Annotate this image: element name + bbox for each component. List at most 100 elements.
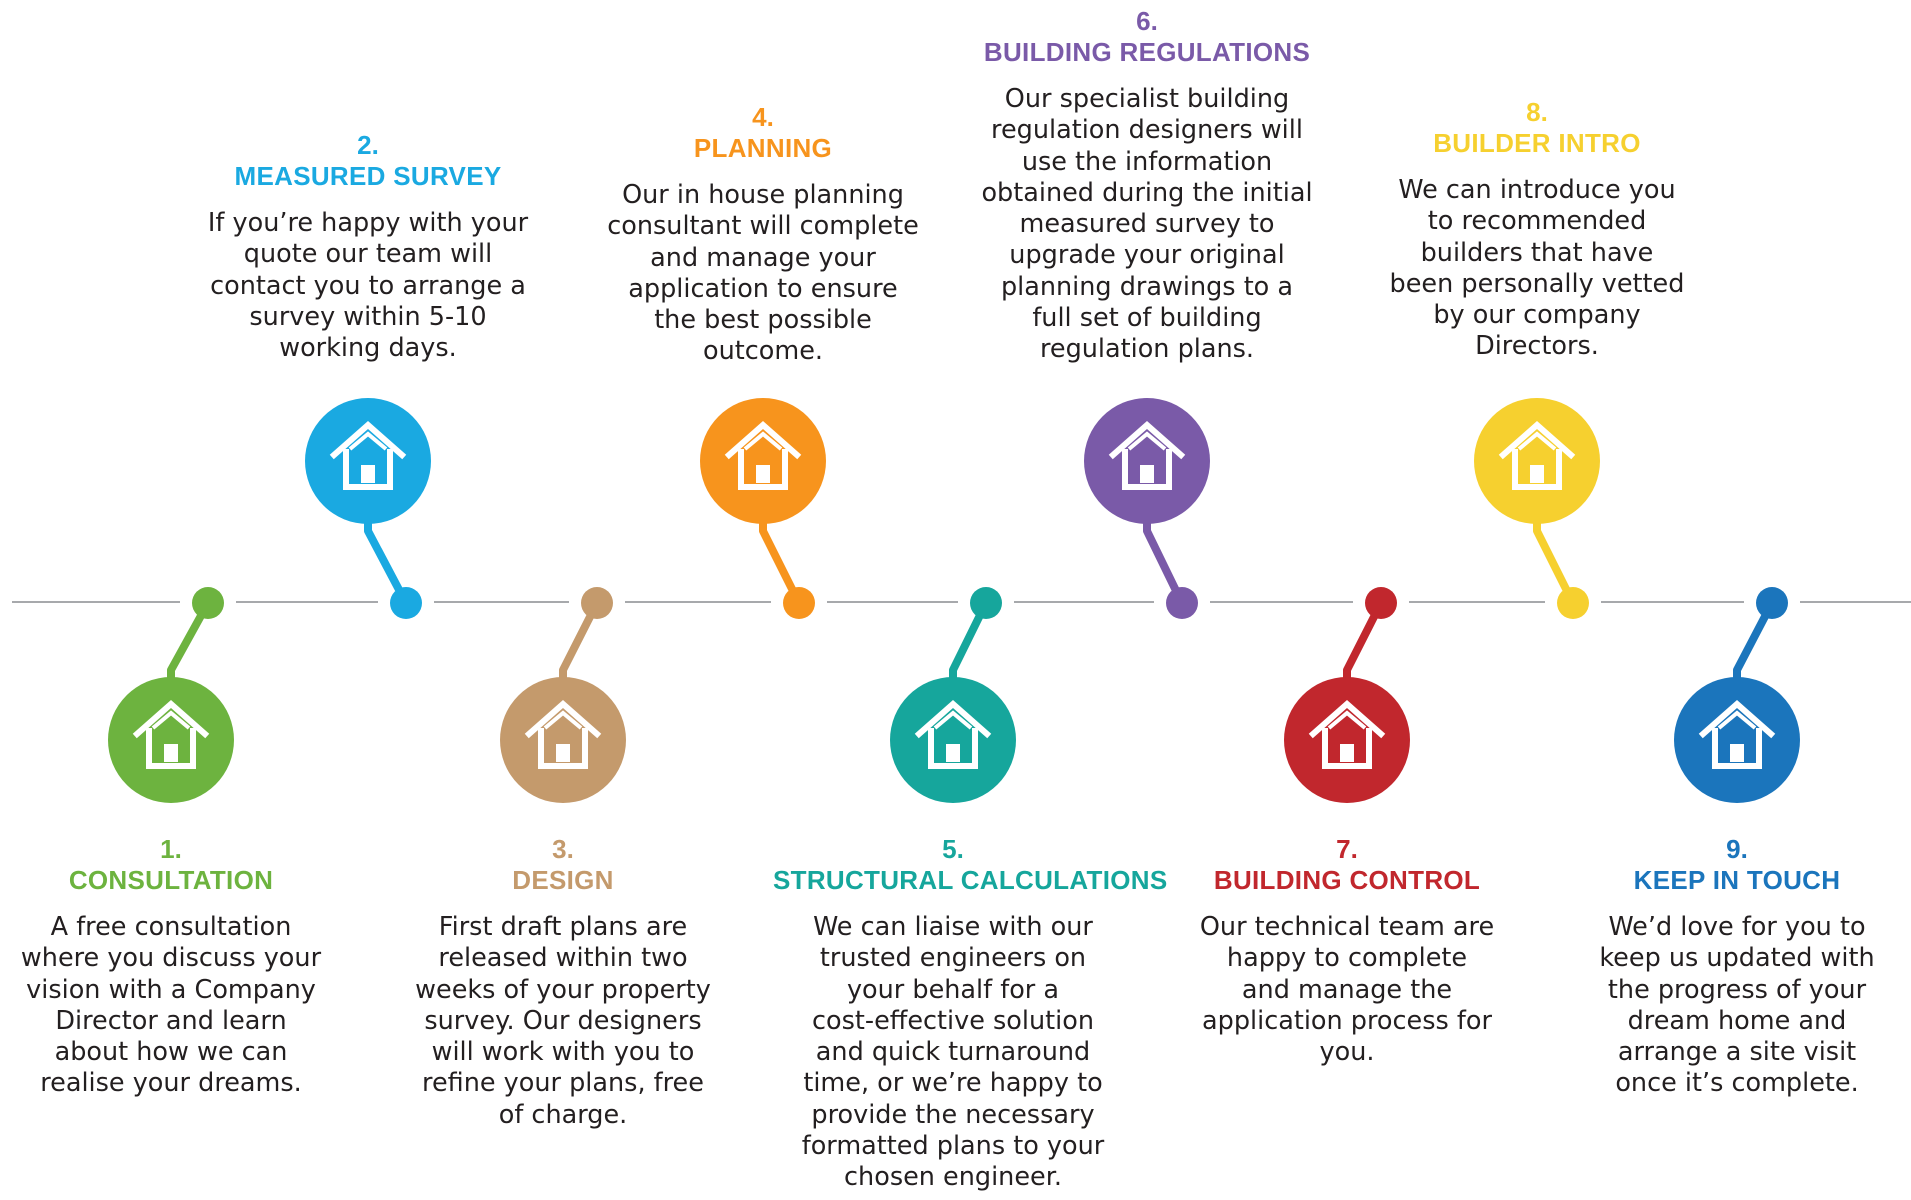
description-line: measured survey to xyxy=(1019,209,1275,240)
step-number: 2. xyxy=(357,130,379,160)
house-inner-roof xyxy=(1517,431,1557,451)
house-icon xyxy=(914,699,992,769)
step-circle xyxy=(1084,398,1210,524)
house-roof xyxy=(1698,699,1776,739)
description-line: chosen engineer. xyxy=(844,1162,1062,1193)
step-title: BUILDING CONTROL xyxy=(1213,865,1481,895)
step-number: 4. xyxy=(752,102,774,132)
house-roof xyxy=(914,699,992,739)
description-line: keep us updated with xyxy=(1599,943,1875,974)
timeline-dot xyxy=(1166,587,1198,619)
house-body xyxy=(928,728,978,769)
house-icon xyxy=(329,420,407,490)
description-line: quote our team will xyxy=(243,239,493,270)
step-marker-9 xyxy=(1674,587,1800,803)
house-inner-roof xyxy=(1127,431,1167,451)
step-marker-1 xyxy=(108,587,234,803)
house-icon xyxy=(1308,699,1386,769)
description-line: working days. xyxy=(279,333,457,364)
description-line: contact you to arrange a xyxy=(210,270,526,301)
house-door xyxy=(361,465,375,483)
house-roof xyxy=(524,699,602,739)
house-icon xyxy=(1108,420,1186,490)
timeline-dot xyxy=(390,587,422,619)
description-line: We can liaise with our xyxy=(813,912,1093,942)
house-icon xyxy=(1698,699,1776,769)
house-door xyxy=(1530,465,1544,483)
description-line: cost-effective solution xyxy=(811,1005,1095,1036)
house-inner-roof xyxy=(743,431,783,451)
house-body xyxy=(343,449,393,490)
description-line: We can introduce you xyxy=(1398,175,1676,205)
description-line: the progress of your xyxy=(1607,974,1867,1005)
step-title: STRUCTURAL CALCULATIONS xyxy=(773,865,1168,895)
house-door xyxy=(164,744,178,762)
description-line: full set of building xyxy=(1032,303,1262,334)
description-line: of charge. xyxy=(498,1099,628,1130)
house-body xyxy=(738,449,788,490)
house-icon xyxy=(724,420,802,490)
description-line: formatted plans to your xyxy=(801,1131,1105,1162)
house-roof xyxy=(1308,699,1386,739)
timeline-dot xyxy=(192,587,224,619)
description-line: to recommended xyxy=(1427,206,1647,237)
connector-stem xyxy=(364,521,410,605)
step-circle xyxy=(1474,398,1600,524)
description-line: application to ensure xyxy=(628,273,898,304)
house-inner-roof xyxy=(933,710,973,730)
house-inner-roof xyxy=(543,710,583,730)
house-roof xyxy=(132,699,210,739)
description-line: obtained during the initial xyxy=(981,177,1313,208)
step-title: PLANNING xyxy=(693,133,833,163)
description-line: consultant will complete xyxy=(607,211,919,242)
description-line: We’d love for you to xyxy=(1608,912,1866,942)
description-line: If you’re happy with your xyxy=(207,208,529,238)
timeline-dot xyxy=(1365,587,1397,619)
description-line: released within two xyxy=(438,943,688,974)
house-inner-roof xyxy=(348,431,388,451)
description-line: by our company xyxy=(1433,300,1641,331)
description-line: weeks of your property xyxy=(415,974,711,1005)
connector-stem xyxy=(559,601,601,680)
step-marker-4 xyxy=(700,398,826,619)
description-line: and quick turnaround xyxy=(815,1037,1091,1068)
step-marker-8 xyxy=(1474,398,1600,619)
description-line: your behalf for a xyxy=(846,974,1060,1005)
description-line: about how we can xyxy=(54,1037,288,1068)
connector-stem xyxy=(1143,521,1186,605)
description-line: where you discuss your xyxy=(20,943,322,974)
house-body xyxy=(538,728,588,769)
house-icon xyxy=(1498,420,1576,490)
step-circle xyxy=(108,677,234,803)
step-number: 9. xyxy=(1726,834,1748,864)
description-line: regulation plans. xyxy=(1039,334,1255,365)
step-circle xyxy=(1674,677,1800,803)
description-line: outcome. xyxy=(702,336,824,367)
house-door xyxy=(1730,744,1744,762)
description-line: once it’s complete. xyxy=(1615,1068,1859,1099)
description-line: time, or we’re happy to xyxy=(803,1068,1103,1099)
timeline-dot xyxy=(970,587,1002,619)
description-line: you. xyxy=(1319,1037,1375,1068)
house-door xyxy=(756,465,770,483)
description-line: builders that have xyxy=(1420,237,1654,268)
step-title: BUILDING REGULATIONS xyxy=(983,37,1311,67)
description-line: regulation designers will xyxy=(991,115,1303,146)
house-inner-roof xyxy=(151,710,191,730)
step-title: BUILDER INTRO xyxy=(1433,128,1641,158)
